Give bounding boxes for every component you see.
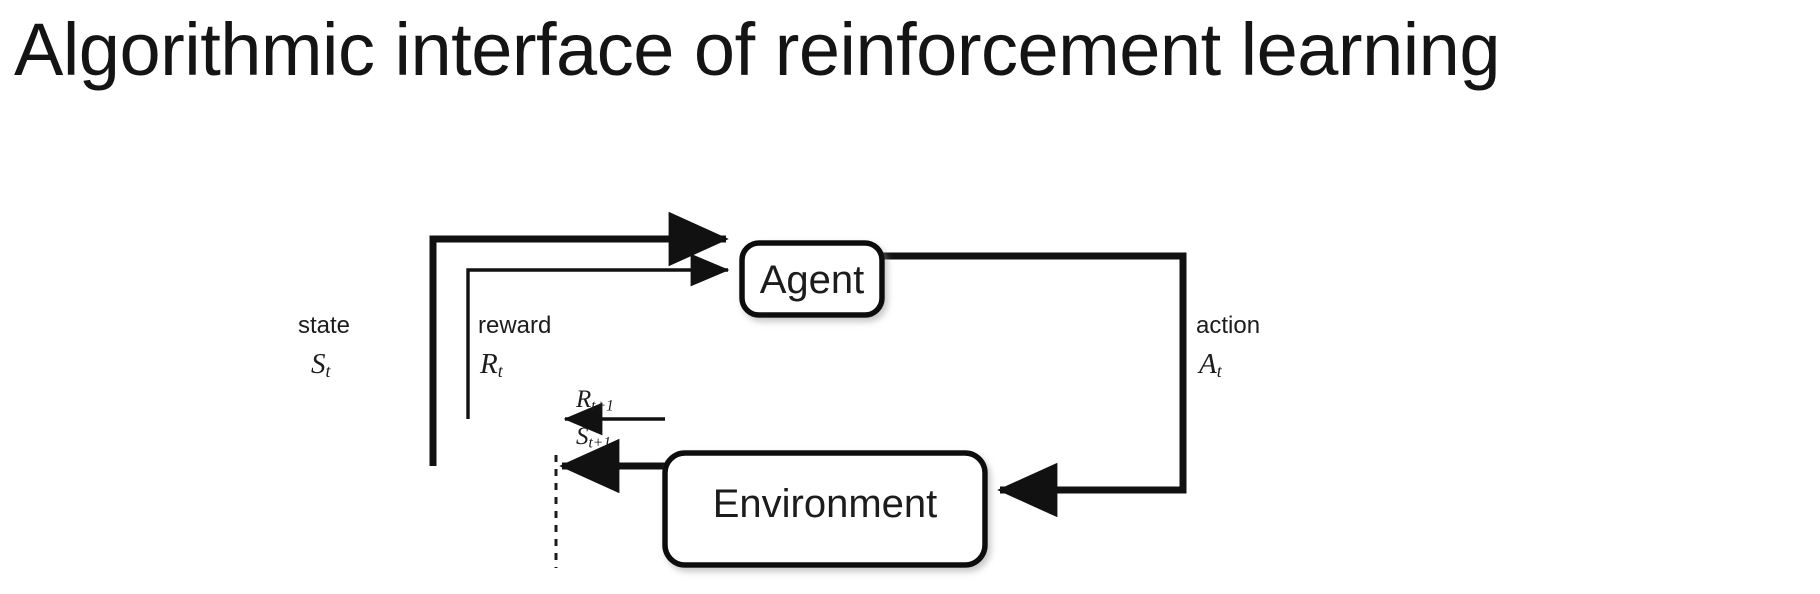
reward-next-symbol-base: R xyxy=(576,386,592,413)
reward-next-symbol-subscript: t+1 xyxy=(591,397,614,415)
action-edge-label: action xyxy=(1196,312,1261,339)
state-next-symbol-base: S xyxy=(576,423,589,450)
action-symbol: At xyxy=(1199,348,1222,382)
state-symbol-base: S xyxy=(311,348,326,380)
state-symbol: St xyxy=(311,348,331,382)
reward-symbol-subscript: t xyxy=(497,360,503,381)
reward-edge-label: reward xyxy=(478,312,552,339)
reward-symbol-base: R xyxy=(480,348,498,380)
reward-symbol: Rt xyxy=(480,348,503,382)
environment-node xyxy=(662,450,988,568)
agent-node-label: Agent xyxy=(759,258,865,302)
page-title: Algorithmic interface of reinforcement l… xyxy=(14,8,1500,91)
state-next-symbol-subscript: t+1 xyxy=(588,434,612,452)
state-edge-label: state xyxy=(298,312,351,339)
environment-node-label: Environment xyxy=(712,482,938,526)
state-next-symbol: St+1 xyxy=(576,423,611,452)
state-symbol-subscript: t xyxy=(325,360,331,381)
action-symbol-base: A xyxy=(1199,348,1217,380)
reward-next-symbol: Rt+1 xyxy=(576,386,614,415)
agent-node xyxy=(739,240,885,318)
action-symbol-subscript: t xyxy=(1216,360,1222,381)
action-edge-path xyxy=(880,252,1187,518)
reward-edge-path xyxy=(466,253,730,419)
state-edge-path xyxy=(429,211,729,466)
